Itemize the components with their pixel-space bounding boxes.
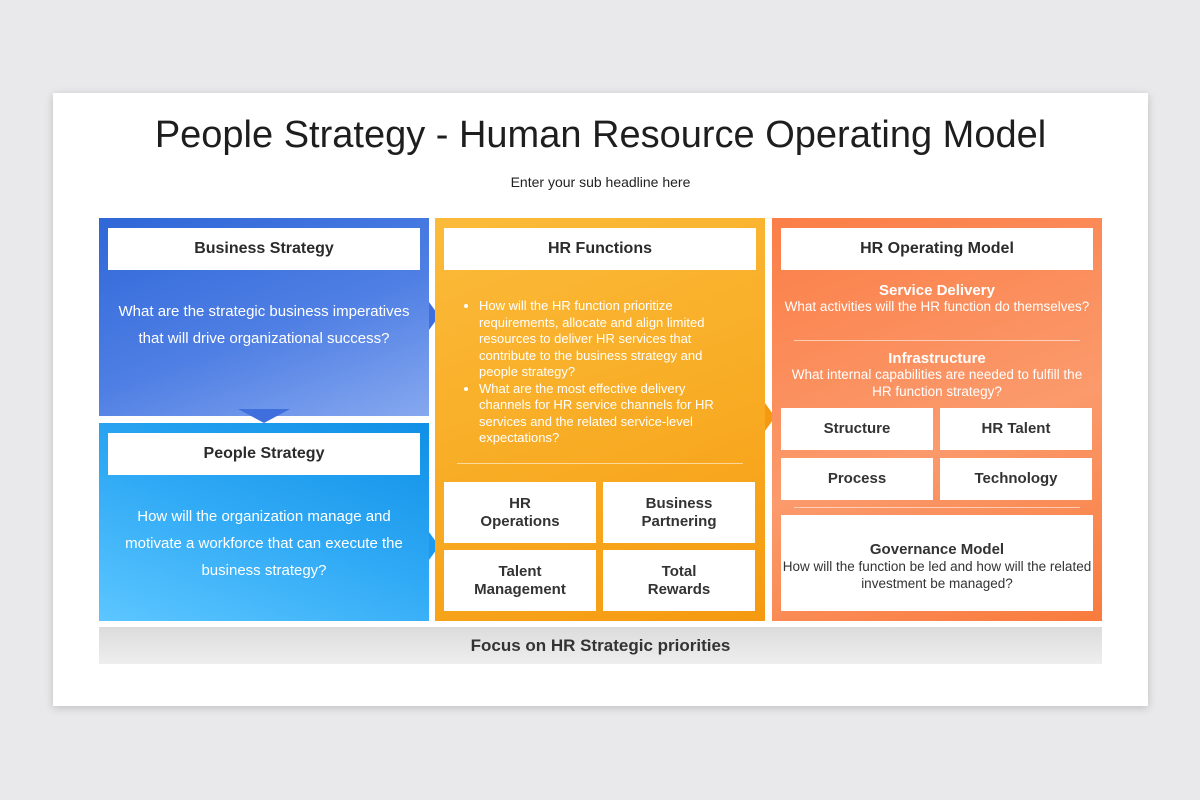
- people-strategy-heading: People Strategy: [108, 433, 420, 475]
- infrastructure-title: Infrastructure: [888, 350, 986, 367]
- tile-structure: Structure: [781, 408, 933, 450]
- divider: [794, 340, 1080, 341]
- down-arrow-icon: [238, 409, 290, 423]
- divider: [794, 507, 1080, 508]
- hr-functions-bullet-list: How will the HR function prioritize requ…: [457, 298, 739, 447]
- service-delivery-desc: What activities will the HR function do …: [784, 299, 1090, 314]
- governance-model-title: Governance Model: [869, 541, 1005, 558]
- tile-technology: Technology: [940, 458, 1092, 500]
- right-arrow-icon: [765, 403, 775, 431]
- hr-operating-model-heading: HR Operating Model: [781, 228, 1093, 270]
- hr-functions-bullet: How will the HR function prioritize requ…: [479, 298, 739, 381]
- business-strategy-panel: Business Strategy What are the strategic…: [99, 218, 429, 416]
- service-delivery-title: Service Delivery: [879, 282, 995, 299]
- right-arrow-icon: [429, 532, 439, 560]
- governance-model-box: Governance Model How will the function b…: [781, 515, 1093, 611]
- service-delivery-section: Service Delivery What activities will th…: [782, 282, 1092, 316]
- business-strategy-question: What are the strategic business imperati…: [118, 303, 410, 347]
- slide: People Strategy - Human Resource Operati…: [53, 93, 1148, 706]
- business-strategy-heading: Business Strategy: [108, 228, 420, 270]
- people-strategy-question: How will the organization manage and mot…: [125, 508, 403, 579]
- slide-title: People Strategy - Human Resource Operati…: [154, 114, 1047, 156]
- tile-hr-talent: HR Talent: [940, 408, 1092, 450]
- divider: [457, 463, 743, 464]
- tile-hr-operations: HR Operations: [444, 482, 596, 543]
- right-arrow-icon: [429, 302, 439, 330]
- hr-functions-panel: HR Functions How will the HR function pr…: [435, 218, 765, 621]
- infrastructure-section: Infrastructure What internal capabilitie…: [782, 350, 1092, 400]
- tile-talent-management: Talent Management: [444, 550, 596, 611]
- footer-banner: Focus on HR Strategic priorities: [99, 627, 1102, 664]
- people-strategy-panel: People Strategy How will the organizatio…: [99, 423, 429, 621]
- infrastructure-desc: What internal capabilities are needed to…: [791, 367, 1083, 399]
- hr-operating-model-panel: HR Operating Model Service Delivery What…: [772, 218, 1102, 621]
- tile-business-partnering: Business Partnering: [603, 482, 755, 543]
- tile-process: Process: [781, 458, 933, 500]
- hr-functions-bullet: What are the most effective delivery cha…: [479, 381, 739, 447]
- slide-subtitle: Enter your sub headline here: [510, 174, 691, 190]
- hr-functions-heading: HR Functions: [444, 228, 756, 270]
- governance-model-desc: How will the function be led and how wil…: [782, 559, 1092, 591]
- tile-total-rewards: Total Rewards: [603, 550, 755, 611]
